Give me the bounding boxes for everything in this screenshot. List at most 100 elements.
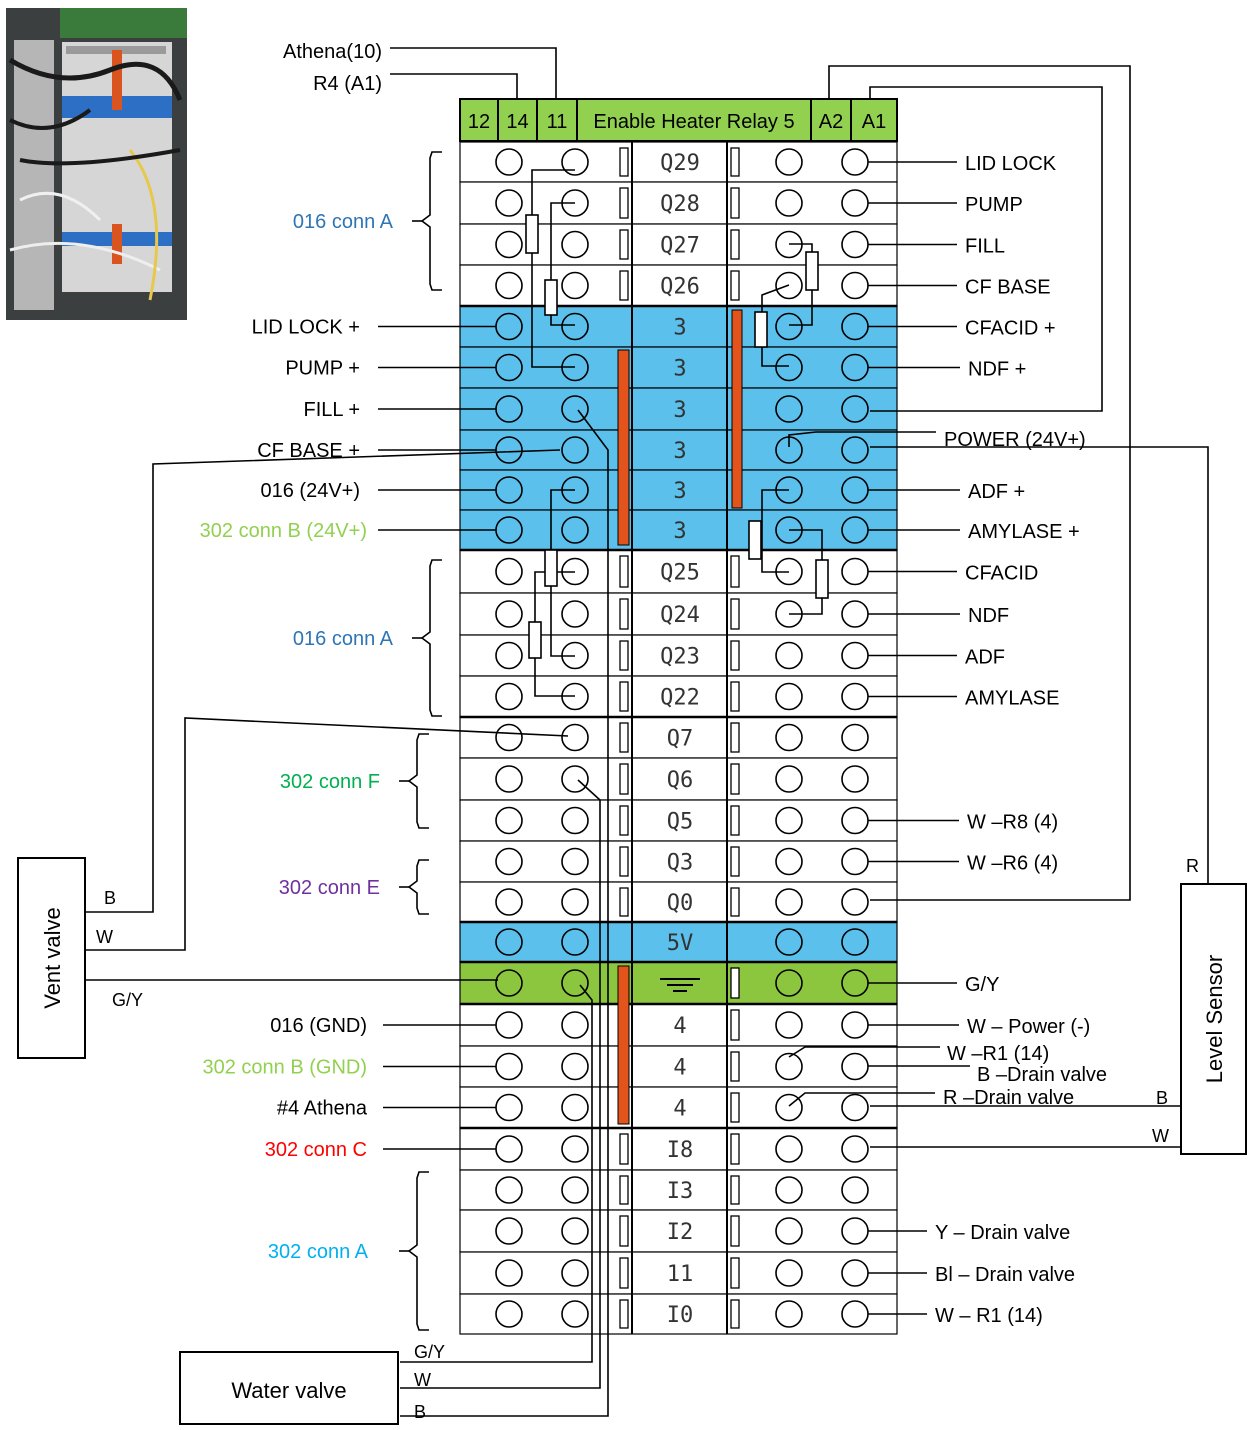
left-label: LID LOCK + (252, 317, 360, 339)
slot-left (619, 598, 629, 630)
slot-left (619, 147, 629, 177)
terminal-screw-icon (495, 682, 523, 711)
group-label: 302 conn A (268, 1241, 369, 1263)
terminal-screw-icon (841, 888, 869, 916)
terminal-screw-icon (841, 395, 869, 423)
level-r-wire (870, 446, 1209, 884)
right-label: G/Y (965, 974, 999, 996)
slot-left (619, 640, 629, 671)
terminal-screw-icon (775, 806, 803, 835)
slot-right (730, 1215, 740, 1247)
terminal-row (459, 429, 898, 471)
slot-right (730, 555, 740, 588)
water-b-wire (400, 409, 609, 1417)
terminal-screw-icon (841, 723, 869, 752)
terminal-screw-icon (561, 1176, 589, 1204)
slot-right (730, 967, 740, 999)
terminal-screw-icon (495, 806, 523, 835)
jumper-bar-left (617, 349, 630, 546)
terminal-screw-icon (841, 1176, 869, 1204)
right-label: ADF (965, 647, 1005, 669)
row-label: Q25 (660, 561, 700, 586)
right-label: NDF (968, 605, 1009, 627)
right-label: PUMP (965, 194, 1023, 216)
right-label: CFACID + (965, 318, 1056, 340)
terminal-row (459, 509, 898, 551)
terminal-row (459, 264, 898, 307)
slot-left (619, 763, 629, 795)
right-label: NDF + (968, 359, 1026, 381)
terminal-screw-icon (775, 353, 803, 382)
slot-right (730, 147, 740, 177)
terminal-screw-icon (561, 1135, 589, 1163)
terminal-row (459, 881, 898, 923)
slot-right (730, 1257, 740, 1289)
terminal-screw-icon (841, 1093, 869, 1122)
terminal-screw-icon (775, 928, 803, 956)
row-label: Q0 (667, 891, 694, 916)
resistor-wire (531, 169, 575, 368)
water-wire-label: W (414, 1370, 431, 1390)
terminal-screw-icon (561, 847, 589, 876)
group-brace (407, 859, 429, 915)
terminal-screw-icon (495, 928, 523, 956)
terminal-screw-icon (775, 1217, 803, 1245)
resistor-icon (805, 251, 819, 291)
row-label: 3 (673, 519, 686, 544)
right-label: W –R1 (14) (947, 1043, 1049, 1065)
row-label: 3 (673, 439, 686, 464)
right-label: AMYLASE + (968, 521, 1080, 543)
group-brace (407, 733, 429, 829)
right-label: AMYLASE (965, 688, 1059, 710)
right-label: LID LOCK (965, 153, 1057, 175)
slot-right (730, 598, 740, 630)
terminal-screw-icon (775, 1135, 803, 1163)
resistor-icon (528, 621, 542, 659)
level-wire-label: W (1152, 1126, 1169, 1146)
terminal-screw-icon (841, 1135, 869, 1163)
terminal-screw-icon (561, 1217, 589, 1245)
terminal-screw-icon (495, 847, 523, 876)
resistor-wire (550, 202, 575, 326)
right-label: CF BASE (965, 277, 1051, 299)
terminal-screw-icon (561, 1300, 589, 1328)
terminal-screw-icon (561, 600, 589, 628)
resistor-icon (748, 520, 762, 560)
feed-label-athena: Athena(10) (283, 41, 382, 63)
water-valve-title: Water valve (231, 1378, 346, 1403)
terminal-screw-icon (775, 395, 803, 423)
row-label: 4 (673, 1097, 686, 1122)
slot-left (619, 846, 629, 877)
slot-left (619, 805, 629, 836)
left-label: FILL + (303, 399, 360, 421)
terminal-row (459, 675, 898, 718)
terminal-screw-icon (561, 436, 589, 464)
terminal-screw-icon (495, 557, 523, 586)
slot-left (619, 887, 629, 917)
group-label: 302 conn E (279, 877, 380, 899)
slot-left (619, 270, 629, 301)
water-valve-box (179, 1351, 399, 1425)
resistor-wire (761, 489, 789, 573)
vent-wire-label: B (104, 888, 116, 908)
terminal-screw-icon (495, 1176, 523, 1204)
row-label: Q6 (667, 768, 694, 793)
right-label: Y – Drain valve (935, 1222, 1070, 1244)
slot-left (619, 722, 629, 753)
row-label: 11 (667, 1262, 694, 1287)
terminal-screw-icon (561, 928, 589, 956)
terminal-row (459, 716, 898, 759)
feed-wire-r4 (390, 73, 518, 99)
slot-left (619, 1175, 629, 1205)
terminal-screw-icon (495, 641, 523, 670)
terminal-row (459, 387, 898, 431)
terminal-screw-icon (561, 1011, 589, 1039)
water-w-wire (400, 779, 601, 1389)
slot-left (619, 681, 629, 712)
row-label: Q22 (660, 686, 700, 711)
left-label: PUMP + (285, 358, 360, 380)
left-label: 302 conn B (24V+) (200, 520, 367, 542)
ground-icon (660, 978, 700, 992)
terminal-row (459, 1293, 898, 1335)
